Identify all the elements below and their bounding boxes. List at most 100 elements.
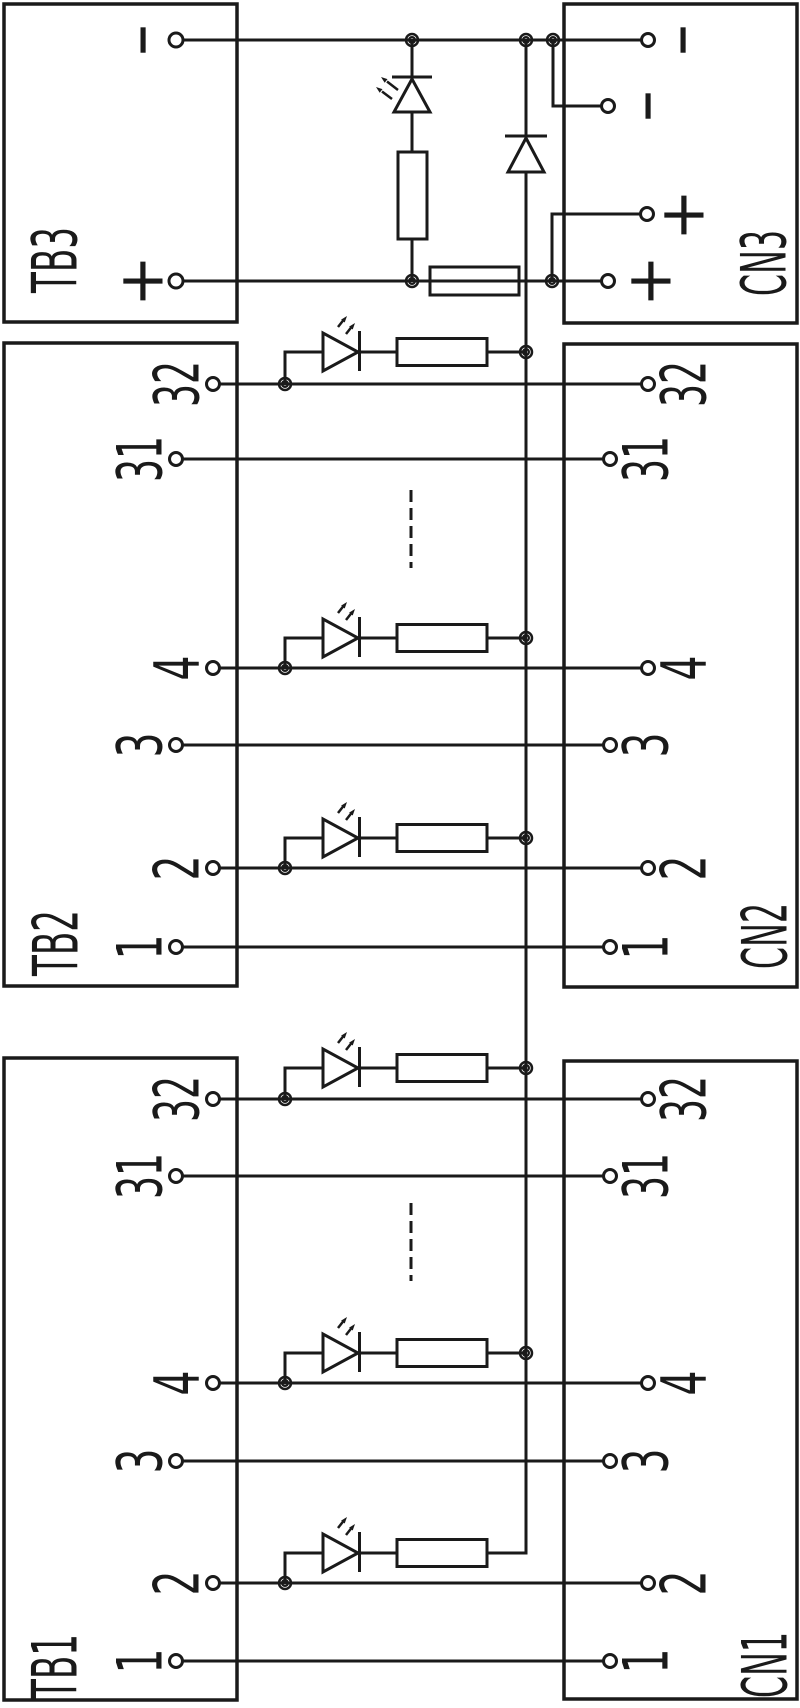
cn2-pin1-circle — [602, 939, 618, 955]
tb1-label: TB1 — [19, 1634, 92, 1701]
tb1-pin31-label: 31 — [104, 1153, 177, 1199]
led-branch-tb2-pin4 — [277, 600, 534, 676]
power-led-branch — [374, 40, 434, 281]
branch-wire — [283, 350, 323, 384]
resistor — [395, 1338, 489, 1368]
cn2-pin3-label: 3 — [610, 733, 683, 758]
tb2-pin1-label: 1 — [104, 935, 177, 960]
tb3-plus-terminal — [167, 272, 185, 290]
cn2-pin32-circle — [640, 376, 656, 392]
cn3-plus2-label: + — [613, 255, 686, 307]
branch-wire — [283, 1066, 323, 1099]
led-indicator-icon — [321, 314, 399, 373]
cn1-pin1-label: 1 — [610, 1649, 683, 1674]
tb3-label: TB3 — [19, 227, 92, 294]
cn3-minus1-label: − — [645, 23, 718, 57]
tb2-pin31-label: 31 — [104, 436, 177, 482]
tb1-pin2-circle — [205, 1575, 221, 1591]
tb2-pin31-circle — [168, 451, 184, 467]
tb1-pin4-label: 4 — [141, 1371, 214, 1396]
tb3-minus-label: − — [105, 23, 178, 57]
plus1-stub-wire — [550, 212, 640, 281]
tb1-pin3-circle — [168, 1453, 184, 1469]
resistor — [395, 1053, 489, 1083]
tb1-pin1-label: 1 — [104, 1649, 177, 1674]
tb1-pin32-circle — [205, 1091, 221, 1107]
cn1-pin31-circle — [602, 1168, 618, 1184]
cn2-box — [562, 342, 799, 989]
cn2-pin2-label: 2 — [648, 856, 721, 881]
tb3-box — [2, 2, 239, 324]
resistor — [395, 823, 489, 853]
power-resistor — [396, 150, 429, 241]
branch-wire — [283, 1551, 323, 1583]
led-branch-tb2-pin2 — [277, 800, 534, 876]
cn2-pin2-circle — [640, 860, 656, 876]
resistor — [395, 337, 489, 367]
led-indicator-icon — [321, 1515, 399, 1574]
cn1-pin2-circle — [640, 1575, 656, 1591]
led-indicator-icon — [321, 1315, 399, 1374]
cn1-pin4-circle — [640, 1375, 656, 1391]
cn1-pin3-label: 3 — [610, 1449, 683, 1474]
tb2-pin1-circle — [168, 939, 184, 955]
cn1-pin32-circle — [640, 1091, 656, 1107]
tb3-plus-label: + — [105, 255, 178, 307]
fuse — [428, 265, 521, 297]
led-branch-tb1-pin4 — [277, 1315, 534, 1391]
cn3-plus1-terminal — [639, 206, 655, 222]
cn3-label: CN3 — [728, 230, 800, 296]
cn2-pin31-circle — [602, 451, 618, 467]
power-led-icon — [374, 75, 434, 154]
cn1-pin4-label: 4 — [648, 1371, 721, 1396]
led-branch-tb1-pin2 — [277, 1515, 528, 1591]
tb2-pin3-circle — [168, 737, 184, 753]
cn2-pin3-circle — [602, 737, 618, 753]
cn1-pin2-label: 2 — [648, 1571, 721, 1596]
protection-diode-icon — [503, 134, 549, 174]
tb2-pin3-label: 3 — [104, 733, 177, 758]
tb1-pin2-label: 2 — [141, 1571, 214, 1596]
cn1-pin31-label: 31 — [610, 1153, 683, 1199]
tb1-box — [2, 1056, 239, 1702]
led-indicator-icon — [321, 800, 399, 859]
io-section-tb1-cn1: TB1 CN1 32 32 31 31 4 4 — [2, 1030, 800, 1702]
power-section: TB3 CN3 − − − + + + — [2, 2, 800, 1553]
cn1-pin1-circle — [602, 1653, 618, 1669]
tb1-pin4-circle — [205, 1375, 221, 1391]
led-branch-tb2-pin32 — [277, 314, 534, 392]
minus2-stub-wire — [551, 40, 601, 108]
led-indicator-icon — [321, 600, 399, 659]
cn2-pin4-label: 4 — [648, 656, 721, 681]
cn2-label: CN2 — [729, 903, 800, 969]
tb1-pin3-label: 3 — [104, 1449, 177, 1474]
resistor — [395, 623, 489, 653]
resistor — [395, 1538, 489, 1568]
tb2-pin2-label: 2 — [141, 856, 214, 881]
cn1-box — [562, 1059, 799, 1701]
cn3-minus1-terminal — [640, 32, 656, 48]
tb1-pin32-label: 32 — [141, 1076, 214, 1122]
led-branch-tb1-pin32 — [277, 1030, 534, 1107]
tb2-label: TB2 — [20, 910, 93, 977]
branch-wire — [283, 1351, 323, 1383]
cn1-label: CN1 — [729, 1632, 800, 1698]
tb2-pin4-label: 4 — [141, 656, 214, 681]
led-indicator-icon — [321, 1030, 399, 1089]
protection-diode-bus — [503, 40, 549, 1553]
branch-wire — [283, 636, 323, 668]
cn1-pin32-label: 32 — [648, 1076, 721, 1122]
tb1-pin31-circle — [168, 1168, 184, 1184]
cn1-pin3-circle — [602, 1453, 618, 1469]
branch-wire — [283, 836, 323, 868]
cn2-pin31-label: 31 — [610, 436, 683, 482]
io-section-tb2-cn2: TB2 CN2 32 32 31 31 4 4 — [2, 314, 800, 989]
cn2-pin1-label: 1 — [610, 935, 683, 960]
tb2-pin4-circle — [205, 660, 221, 676]
cn3-plus2-terminal — [600, 273, 616, 289]
tb2-pin32-label: 32 — [141, 361, 214, 407]
tb3-minus-terminal — [167, 31, 185, 49]
cn2-pin4-circle — [640, 660, 656, 676]
cn3-minus2-label: − — [610, 89, 683, 123]
